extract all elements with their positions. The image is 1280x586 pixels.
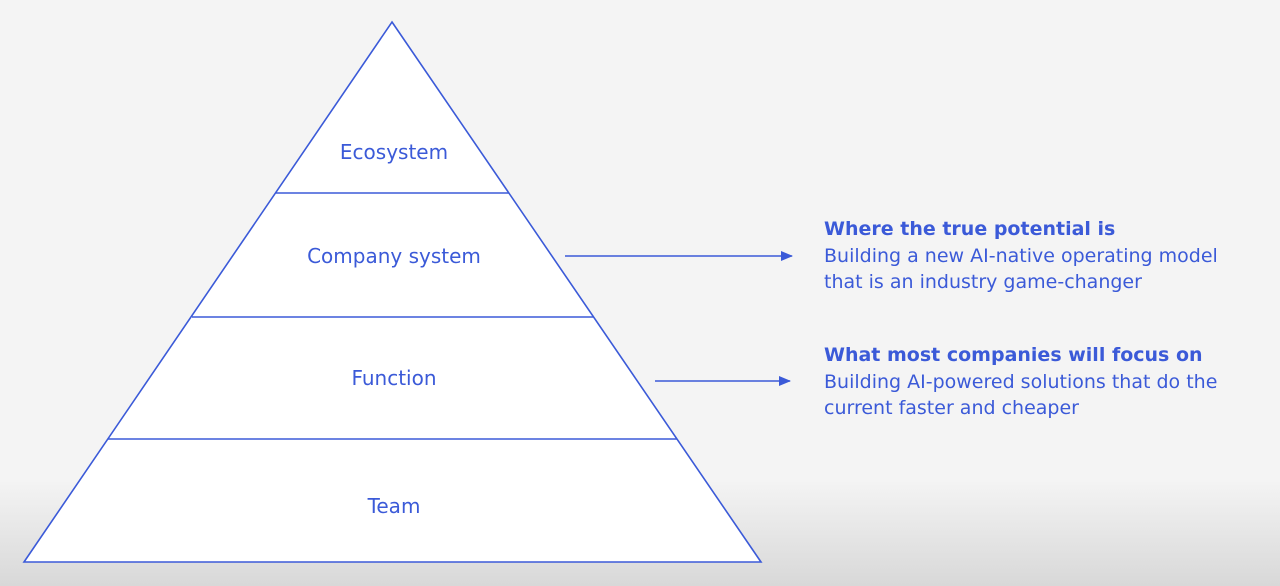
callout-body-line: current faster and cheaper — [824, 397, 1079, 419]
callout-body-line: Building a new AI-native operating model — [824, 244, 1218, 267]
callout-body-line: that is an industry game-changer — [824, 271, 1142, 293]
level-label-function: Function — [351, 366, 436, 390]
level-label-ecosystem: Ecosystem — [340, 140, 448, 164]
pyramid-outline — [22, 20, 763, 563]
callout-title: Where the true potential is — [824, 218, 1116, 240]
callout-body-line: Building AI-powered solutions that do th… — [824, 370, 1218, 393]
level-label-company-system: Company system — [307, 244, 481, 268]
callout-most-companies: What most companies will focus on Buildi… — [824, 342, 1274, 422]
callout-title: What most companies will focus on — [824, 344, 1203, 366]
level-label-team: Team — [367, 494, 421, 518]
callout-true-potential: Where the true potential is Building a n… — [824, 216, 1274, 296]
